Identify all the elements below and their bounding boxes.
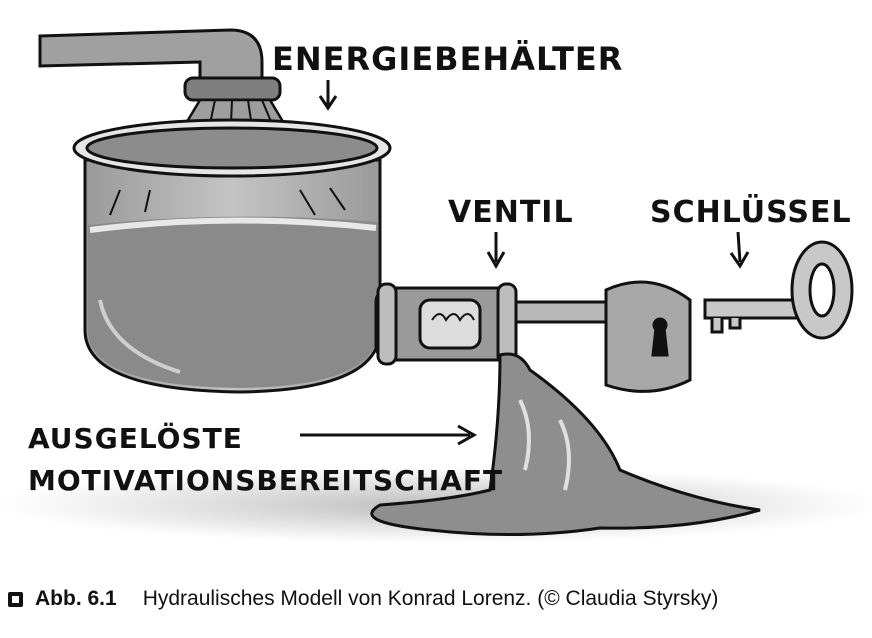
caption-number: Abb. 6.1 <box>35 587 117 610</box>
faucet <box>38 28 282 102</box>
valve <box>374 282 618 366</box>
label-output-line1: AUSGELÖSTE <box>28 421 243 455</box>
hydraulic-model-illustration: ENERGIEBEHÄLTER VENTIL SCHLÜSSEL AUSGELÖ… <box>0 28 872 543</box>
figure-caption: Abb. 6.1 Hydraulisches Modell von Konrad… <box>8 584 718 614</box>
caption-text: Hydraulisches Modell von Konrad Lorenz. … <box>142 587 719 610</box>
caption-marker-icon <box>8 591 23 607</box>
label-arrows <box>300 80 750 446</box>
energy-container <box>72 118 392 394</box>
key <box>703 240 854 340</box>
label-key: SCHLÜSSEL <box>650 193 852 230</box>
label-energy-container: ENERGIEBEHÄLTER <box>272 40 623 78</box>
label-output-line2: MOTIVATIONSBEREITSCHAFT <box>28 464 503 497</box>
keyhole-lock <box>604 280 692 393</box>
label-valve: VENTIL <box>448 195 574 230</box>
outflow-stream <box>370 352 761 537</box>
